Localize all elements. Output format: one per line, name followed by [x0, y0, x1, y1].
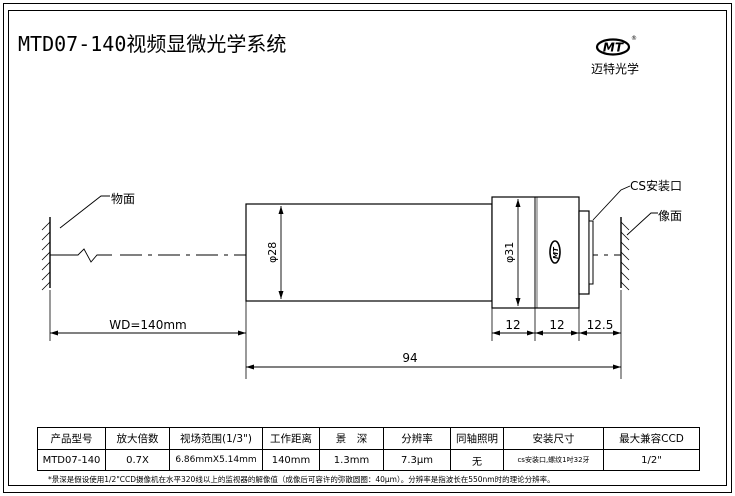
- cell-max-ccd: 1/2": [603, 449, 700, 471]
- page-title: MTD07-140视频显微光学系统: [18, 32, 287, 56]
- cell-magnification: 0.7X: [105, 449, 170, 471]
- header-cell: 安装尺寸: [503, 427, 604, 450]
- brand-name: 迈特光学: [590, 62, 639, 76]
- header-cell: 分辨率: [383, 427, 451, 450]
- inner-border: [8, 10, 727, 486]
- table-row: MTD07-140 0.7X 6.86mmX5.14mm 140mm 1.3mm…: [37, 449, 700, 471]
- header-cell: 放大倍数: [105, 427, 170, 450]
- cell-model: MTD07-140: [37, 449, 106, 471]
- cell-field-of-view: 6.86mmX5.14mm: [169, 449, 263, 471]
- cell-resolution: 7.3μm: [383, 449, 451, 471]
- cell-working-distance: 140mm: [262, 449, 320, 471]
- spec-table: 产品型号 放大倍数 视场范围(1/3") 工作距离 景 深 分辨率 同轴照明 安…: [37, 427, 700, 471]
- table-header-row: 产品型号 放大倍数 视场范围(1/3") 工作距离 景 深 分辨率 同轴照明 安…: [37, 427, 700, 450]
- header-cell: 视场范围(1/3"): [169, 427, 263, 450]
- cell-coaxial-light: 无: [450, 449, 504, 471]
- header-cell: 同轴照明: [450, 427, 504, 450]
- header-cell: 工作距离: [262, 427, 320, 450]
- header-cell: 产品型号: [37, 427, 106, 450]
- cell-mount: cs安装口,螺纹1吋32牙: [503, 449, 604, 471]
- footnote: *景深是假设使用1/2"CCD摄像机在水平320线以上的监视器的解像值（成像后可…: [48, 475, 555, 484]
- cell-depth-of-field: 1.3mm: [319, 449, 384, 471]
- header-cell: 最大兼容CCD: [603, 427, 700, 450]
- header-cell: 景 深: [319, 427, 384, 450]
- outer-border: [3, 3, 732, 493]
